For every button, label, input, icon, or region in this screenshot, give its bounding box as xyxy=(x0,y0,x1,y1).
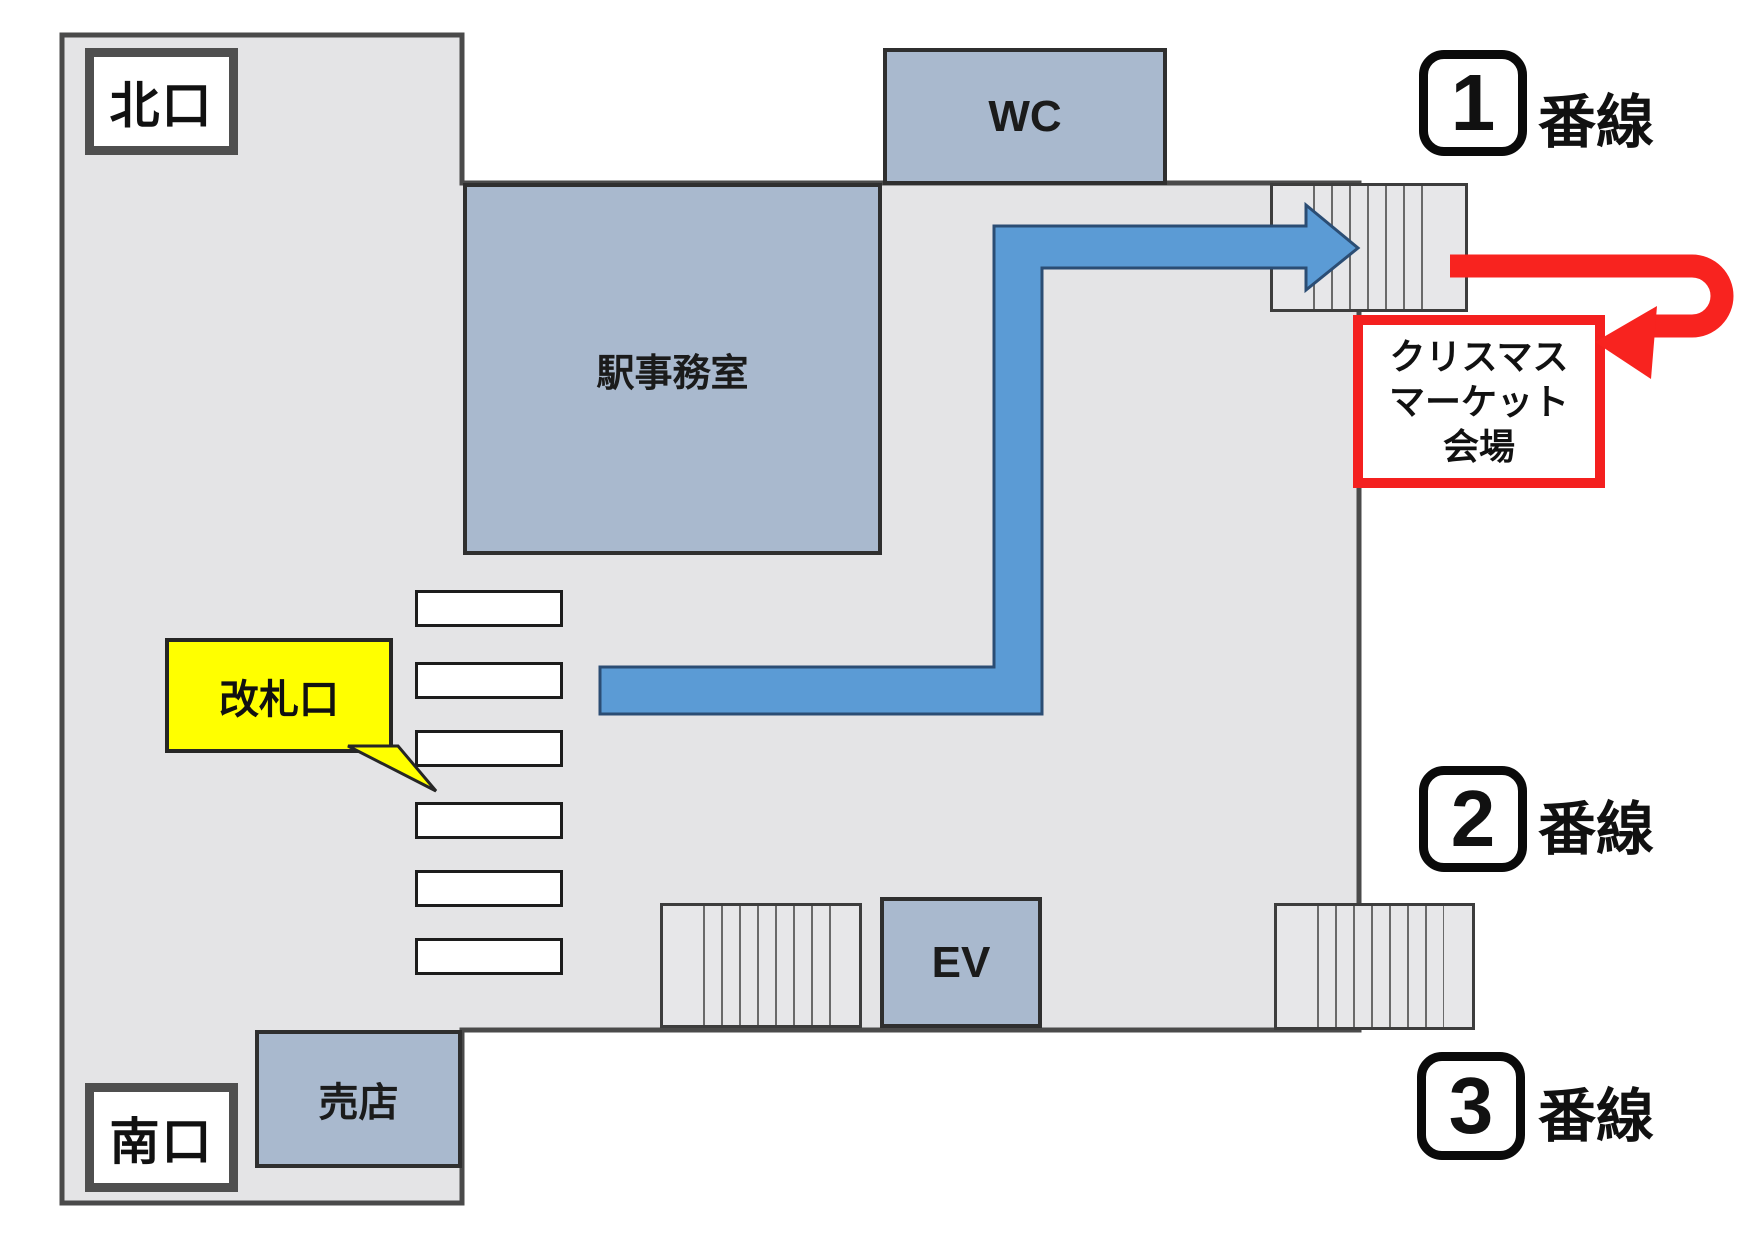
gate-machine xyxy=(415,870,563,907)
gate-machine xyxy=(415,802,563,839)
stairs-center-icon xyxy=(660,903,862,1028)
gate-machine xyxy=(415,662,563,699)
south-exit-sign: 南口 xyxy=(85,1083,238,1192)
platform-1-number: 1 xyxy=(1450,58,1496,147)
kiosk-label: 売店 xyxy=(318,1081,399,1125)
stairs-hatch xyxy=(1313,186,1437,309)
north-exit-label: 北口 xyxy=(109,77,214,134)
stairs-platform23-icon xyxy=(1274,903,1475,1030)
platform-3-label: 番線 xyxy=(1538,1084,1655,1149)
christmas-market-line1: クリスマス xyxy=(1389,336,1569,377)
christmas-market-label-box: クリスマス マーケット 会場 xyxy=(1353,315,1605,488)
platform-1-badge: 1 xyxy=(1419,50,1527,156)
stairs-platform1-icon xyxy=(1270,183,1468,312)
gate-machine xyxy=(415,590,563,627)
platform-2-label: 番線 xyxy=(1538,797,1655,862)
ticket-gate-callout: 改札口 xyxy=(165,638,393,753)
gate-machine xyxy=(415,730,563,767)
wc-label: WC xyxy=(988,91,1062,141)
elevator-room: EV xyxy=(880,897,1042,1028)
station-office-room: 駅事務室 xyxy=(463,183,882,555)
christmas-market-line3: 会場 xyxy=(1442,426,1515,467)
stairs-hatch xyxy=(703,906,831,1025)
platform-2-number: 2 xyxy=(1450,774,1496,863)
north-exit-sign: 北口 xyxy=(85,48,238,155)
south-exit-label: 南口 xyxy=(109,1113,214,1170)
platform-2-badge: 2 xyxy=(1419,766,1527,872)
kiosk-room: 売店 xyxy=(255,1030,462,1168)
wc-room: WC xyxy=(883,48,1167,185)
station-office-label: 駅事務室 xyxy=(596,352,749,395)
ticket-gate-label: 改札口 xyxy=(219,677,339,722)
platform-1-label: 番線 xyxy=(1538,90,1655,155)
platform-3-badge: 3 xyxy=(1417,1052,1525,1160)
platform-3-number: 3 xyxy=(1448,1061,1494,1150)
elevator-label: EV xyxy=(931,937,991,987)
gate-machine xyxy=(415,938,563,975)
christmas-market-line2: マーケット xyxy=(1388,381,1569,422)
stairs-hatch xyxy=(1317,906,1444,1027)
